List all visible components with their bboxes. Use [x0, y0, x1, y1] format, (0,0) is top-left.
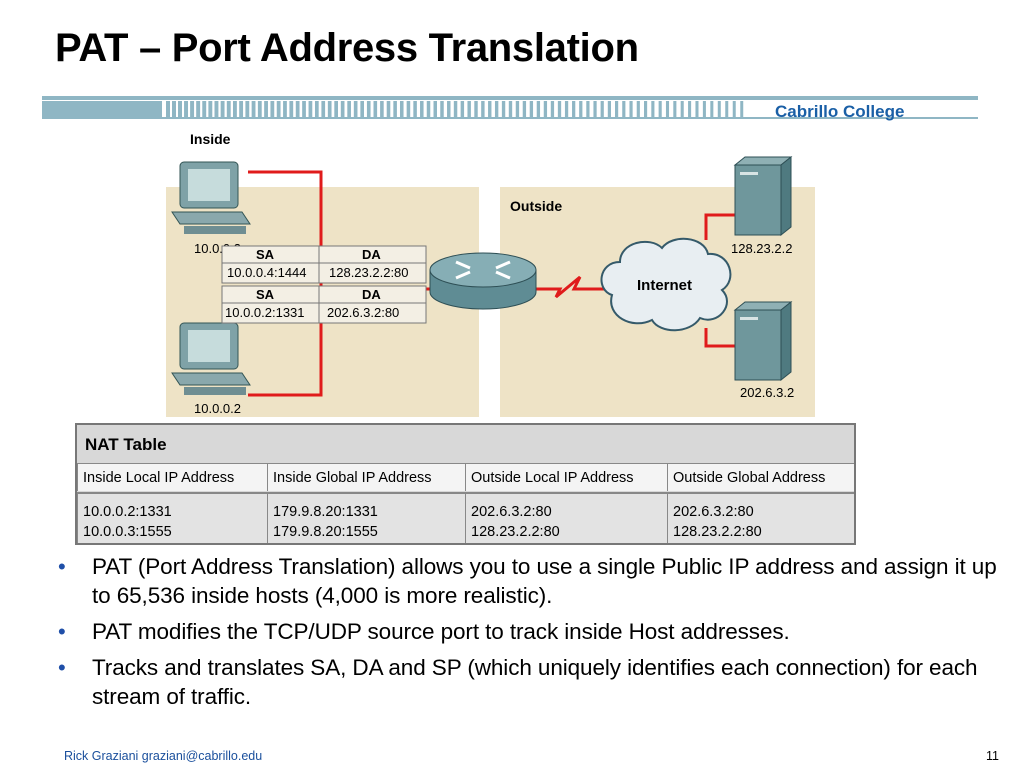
nat-table-cell: 10.0.0.2:1331 10.0.0.3:1555	[77, 492, 267, 543]
nat-table: NAT Table Inside Local IP Address Inside…	[75, 423, 856, 545]
packet-2-da-header: DA	[362, 287, 381, 302]
pat-diagram: Inside Outside 10.0.0.3 10.0.0.2 SA DA 1…	[166, 131, 815, 417]
bullet-text: PAT modifies the TCP/UDP source port to …	[92, 619, 790, 644]
bullet-dot-icon: •	[58, 655, 66, 680]
nat-table-cell: 202.6.3.2:80 128.23.2.2:80	[465, 492, 667, 543]
packet-1-sa: 10.0.0.4:1444	[227, 265, 307, 280]
outside-label: Outside	[510, 198, 562, 214]
nat-column-header: Outside Local IP Address	[465, 463, 667, 491]
nat-table-cell: 202.6.3.2:80 128.23.2.2:80	[667, 492, 854, 543]
internet-label: Internet	[637, 277, 692, 294]
nat-column-header: Outside Global Address	[667, 463, 854, 491]
bullet-dot-icon: •	[58, 619, 66, 644]
college-logo-text: Cabrillo College	[775, 102, 905, 121]
nat-cell-value: 10.0.0.2:1331	[83, 504, 172, 520]
bullet-item: • PAT (Port Address Translation) allows …	[52, 552, 1002, 610]
server-bottom-ip: 202.6.3.2	[740, 385, 794, 400]
server-icon	[733, 300, 793, 382]
host-bottom-ip: 10.0.0.2	[194, 401, 241, 416]
packet-2-sa-header: SA	[256, 287, 275, 302]
internet-cloud-icon	[600, 237, 732, 332]
packet-header-2: SA DA 10.0.0.2:1331 202.6.3.2:80	[221, 285, 427, 324]
nat-table-cell: 179.9.8.20:1331 179.9.8.20:1555	[267, 492, 465, 543]
bullet-item: • Tracks and translates SA, DA and SP (w…	[52, 653, 1002, 711]
nat-cell-value: 202.6.3.2:80	[673, 504, 754, 520]
nat-cell-value: 179.9.8.20:1331	[273, 504, 378, 520]
header-banner	[42, 96, 978, 119]
bullet-text: PAT (Port Address Translation) allows yo…	[92, 554, 997, 608]
nat-table-title: NAT Table	[85, 435, 167, 454]
packet-2-da: 202.6.3.2:80	[327, 305, 399, 320]
slide-title: PAT – Port Address Translation	[55, 26, 639, 70]
packet-2-sa: 10.0.0.2:1331	[225, 305, 305, 320]
packet-header-1: SA DA 10.0.0.4:1444 128.23.2.2:80	[221, 245, 427, 284]
nat-cell-value: 128.23.2.2:80	[471, 524, 560, 540]
packet-1-da-header: DA	[362, 247, 381, 262]
inside-label: Inside	[190, 131, 231, 147]
nat-column-header: Inside Local IP Address	[77, 463, 267, 491]
server-top-ip: 128.23.2.2	[731, 241, 792, 256]
packet-1-sa-header: SA	[256, 247, 275, 262]
bullet-list: • PAT (Port Address Translation) allows …	[52, 552, 1002, 718]
page-number: 11	[986, 749, 999, 763]
nat-column-header: Inside Global IP Address	[267, 463, 465, 491]
nat-cell-value: 202.6.3.2:80	[471, 504, 552, 520]
router-icon	[429, 252, 537, 310]
bullet-text: Tracks and translates SA, DA and SP (whi…	[92, 655, 978, 709]
nat-cell-value: 179.9.8.20:1555	[273, 524, 378, 540]
nat-cell-value: 128.23.2.2:80	[673, 524, 762, 540]
host-computer-icon	[171, 161, 251, 234]
bullet-item: • PAT modifies the TCP/UDP source port t…	[52, 617, 1002, 646]
bullet-dot-icon: •	[58, 554, 66, 579]
nat-cell-value: 10.0.0.3:1555	[83, 524, 172, 540]
server-icon	[733, 155, 793, 237]
host-computer-icon	[171, 322, 251, 395]
footer-author: Rick Graziani graziani@cabrillo.edu	[64, 749, 263, 763]
packet-1-da: 128.23.2.2:80	[329, 265, 409, 280]
